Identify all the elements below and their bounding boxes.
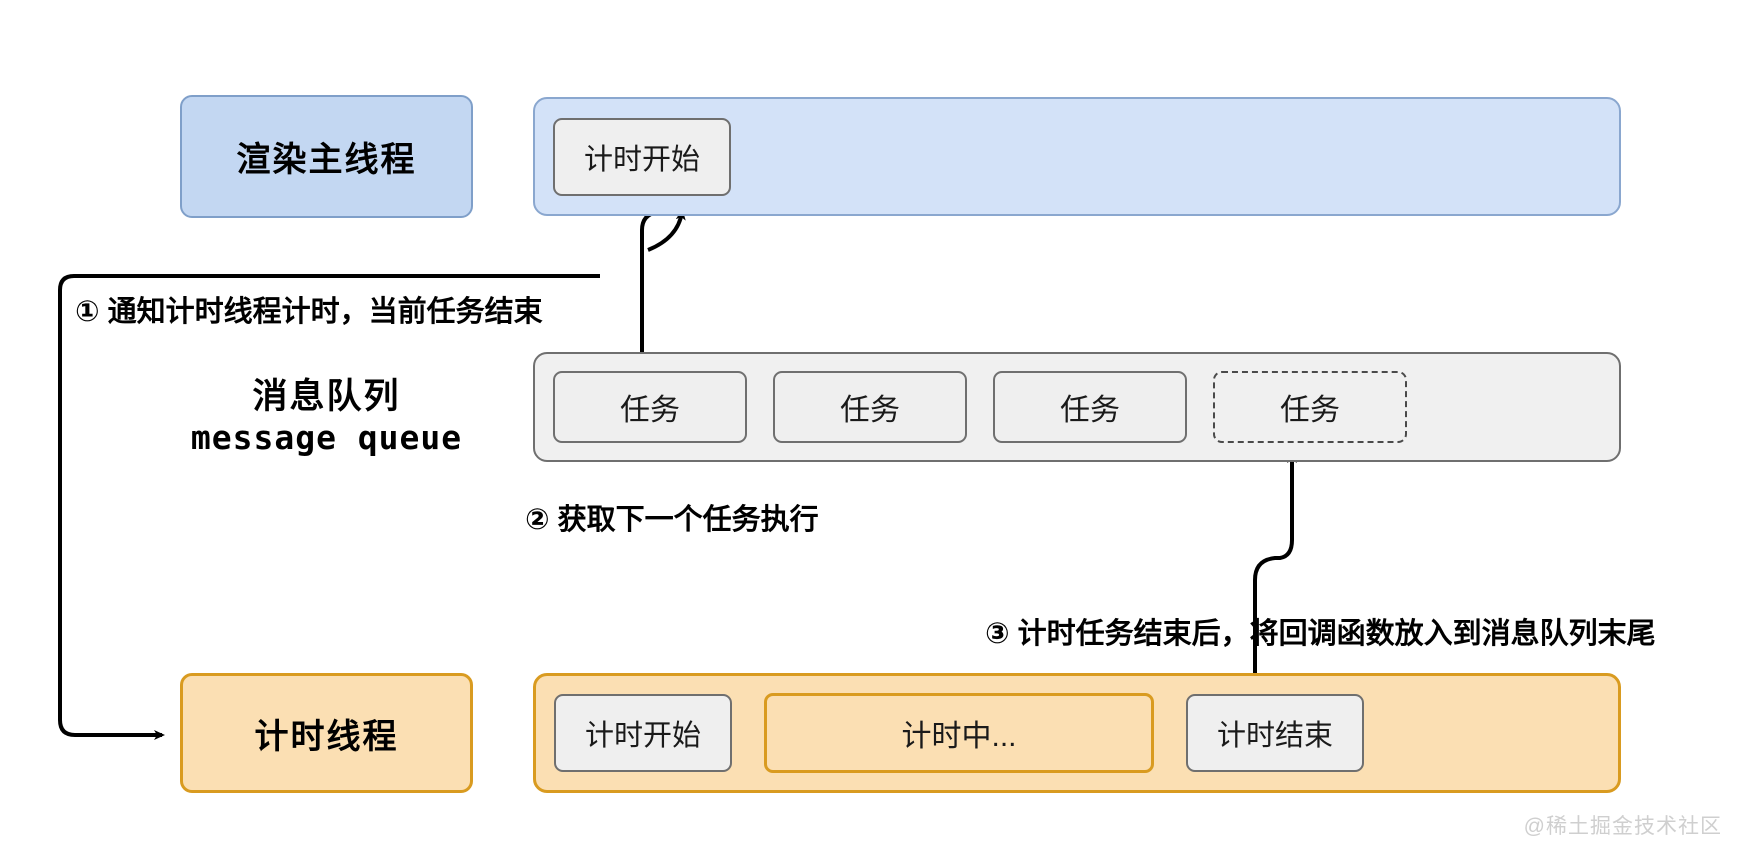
lane-label-message-queue: 消息队列 bbox=[180, 368, 473, 419]
queue-task-4-pending[interactable]: 任务 bbox=[1213, 371, 1407, 443]
queue-task-2-label: 任务 bbox=[840, 394, 900, 427]
lane-label-timer-thread: 计时线程 bbox=[180, 673, 473, 793]
step-label-three: ③ 计时任务结束后，将回调函数放入到消息队列末尾 bbox=[985, 610, 1656, 652]
step-label-one-text: ① 通知计时线程计时，当前任务结束 bbox=[75, 296, 543, 328]
step-label-two-text: ② 获取下一个任务执行 bbox=[525, 504, 819, 536]
queue-task-3-label: 任务 bbox=[1060, 394, 1120, 427]
lane-track-message-queue: 任务 任务 任务 任务 bbox=[533, 352, 1621, 462]
step-label-three-text: ③ 计时任务结束后，将回调函数放入到消息队列末尾 bbox=[985, 618, 1656, 650]
step-label-two: ② 获取下一个任务执行 bbox=[525, 496, 819, 538]
queue-task-1[interactable]: 任务 bbox=[553, 371, 747, 443]
lane-label-main-thread-text: 渲染主线程 bbox=[236, 141, 417, 179]
queue-task-4-pending-label: 任务 bbox=[1280, 394, 1340, 427]
watermark: @稀土掘金技术社区 bbox=[1524, 810, 1722, 840]
lane-track-main-thread: 计时开始 bbox=[533, 97, 1621, 216]
lane-label-main-thread: 渲染主线程 bbox=[180, 95, 473, 218]
lane-label-message-queue-text: 消息队列 bbox=[252, 377, 401, 416]
timer-block-counting-label: 计时中... bbox=[901, 720, 1017, 753]
lane-label-timer-thread-text: 计时线程 bbox=[254, 717, 399, 756]
timer-block-start[interactable]: 计时开始 bbox=[554, 694, 732, 772]
lane-sublabel-message-queue: message queue bbox=[160, 418, 493, 457]
arrow-timer-to-queue bbox=[1253, 452, 1297, 690]
timer-block-end-label: 计时结束 bbox=[1216, 720, 1333, 752]
arrow-queue-to-main-stem bbox=[640, 210, 658, 355]
main-thread-block-timer-start[interactable]: 计时开始 bbox=[553, 117, 731, 196]
timer-block-start-label: 计时开始 bbox=[584, 720, 701, 752]
main-thread-block-timer-start-label: 计时开始 bbox=[583, 143, 700, 176]
timer-block-counting[interactable]: 计时中... bbox=[764, 693, 1154, 773]
queue-task-1-label: 任务 bbox=[620, 394, 680, 427]
lane-track-timer-thread: 计时开始 计时中... 计时结束 bbox=[533, 673, 1621, 793]
queue-task-2[interactable]: 任务 bbox=[773, 371, 967, 443]
watermark-text: @稀土掘金技术社区 bbox=[1523, 815, 1722, 838]
lane-sublabel-message-queue-text: message queue bbox=[190, 418, 463, 457]
arrow-step-one bbox=[58, 300, 165, 740]
timer-block-end[interactable]: 计时结束 bbox=[1186, 694, 1364, 772]
arrow-queue-to-main-head bbox=[647, 209, 686, 252]
queue-task-3[interactable]: 任务 bbox=[993, 371, 1187, 443]
step-label-one: ① 通知计时线程计时，当前任务结束 bbox=[75, 288, 543, 330]
